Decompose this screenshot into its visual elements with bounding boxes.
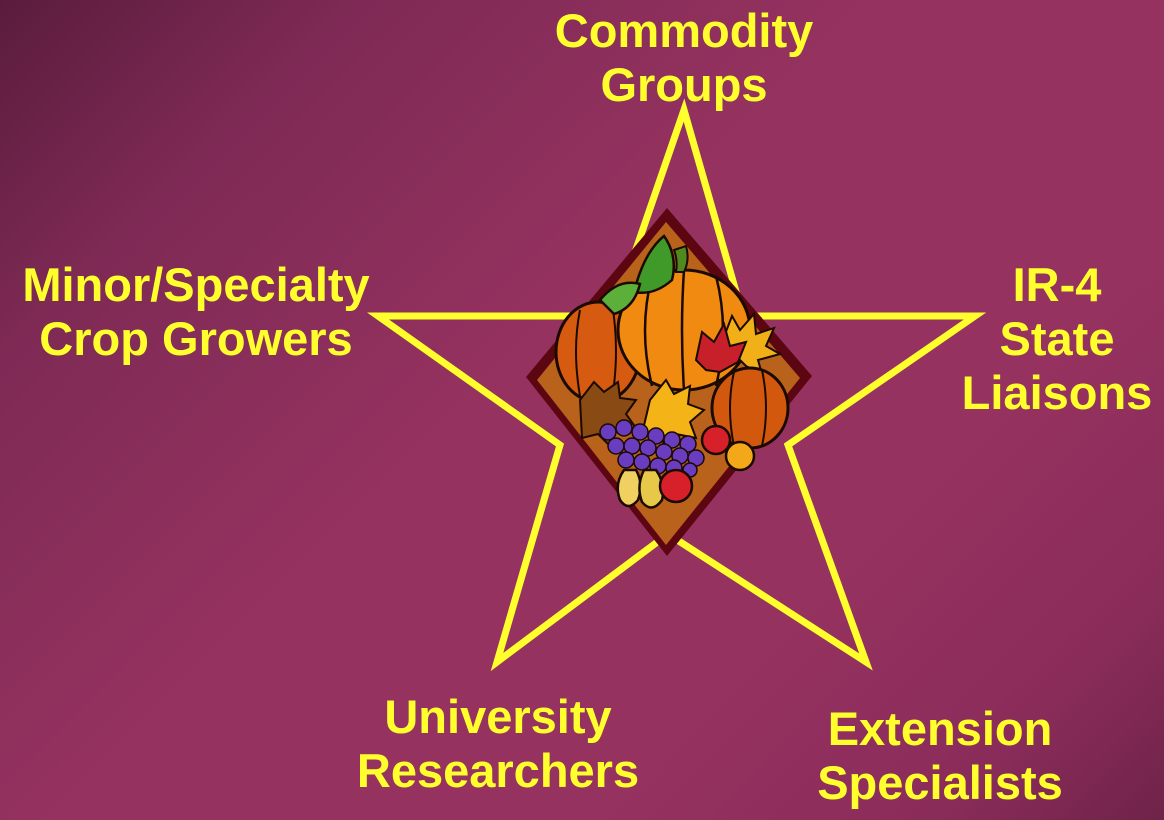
node-minor-specialty-line2: Crop Growers	[39, 312, 353, 365]
node-commodity-groups-line1: Commodity	[554, 4, 814, 57]
node-university-line2: Researchers	[356, 744, 640, 797]
node-university-line1: University	[384, 690, 612, 743]
node-ir4-line1: IR-4	[1012, 258, 1102, 311]
node-extension-line2: Specialists	[817, 756, 1063, 809]
node-ir4-line2: State	[999, 312, 1115, 365]
node-commodity-groups-line2: Groups	[600, 58, 768, 111]
node-minor-specialty-crop-growers: Minor/Specialty Crop Growers	[4, 258, 388, 366]
node-extension-specialists: Extension Specialists	[790, 702, 1090, 810]
cornucopia-harvest-clipart	[526, 208, 812, 556]
node-commodity-groups: Commodity Groups	[541, 4, 827, 112]
node-extension-line1: Extension	[827, 702, 1053, 755]
node-ir4-state-liaisons: IR-4 State Liaisons	[952, 258, 1162, 420]
node-minor-specialty-line1: Minor/Specialty	[22, 258, 370, 311]
node-ir4-line3: Liaisons	[961, 366, 1153, 419]
node-university-researchers: University Researchers	[340, 690, 656, 798]
